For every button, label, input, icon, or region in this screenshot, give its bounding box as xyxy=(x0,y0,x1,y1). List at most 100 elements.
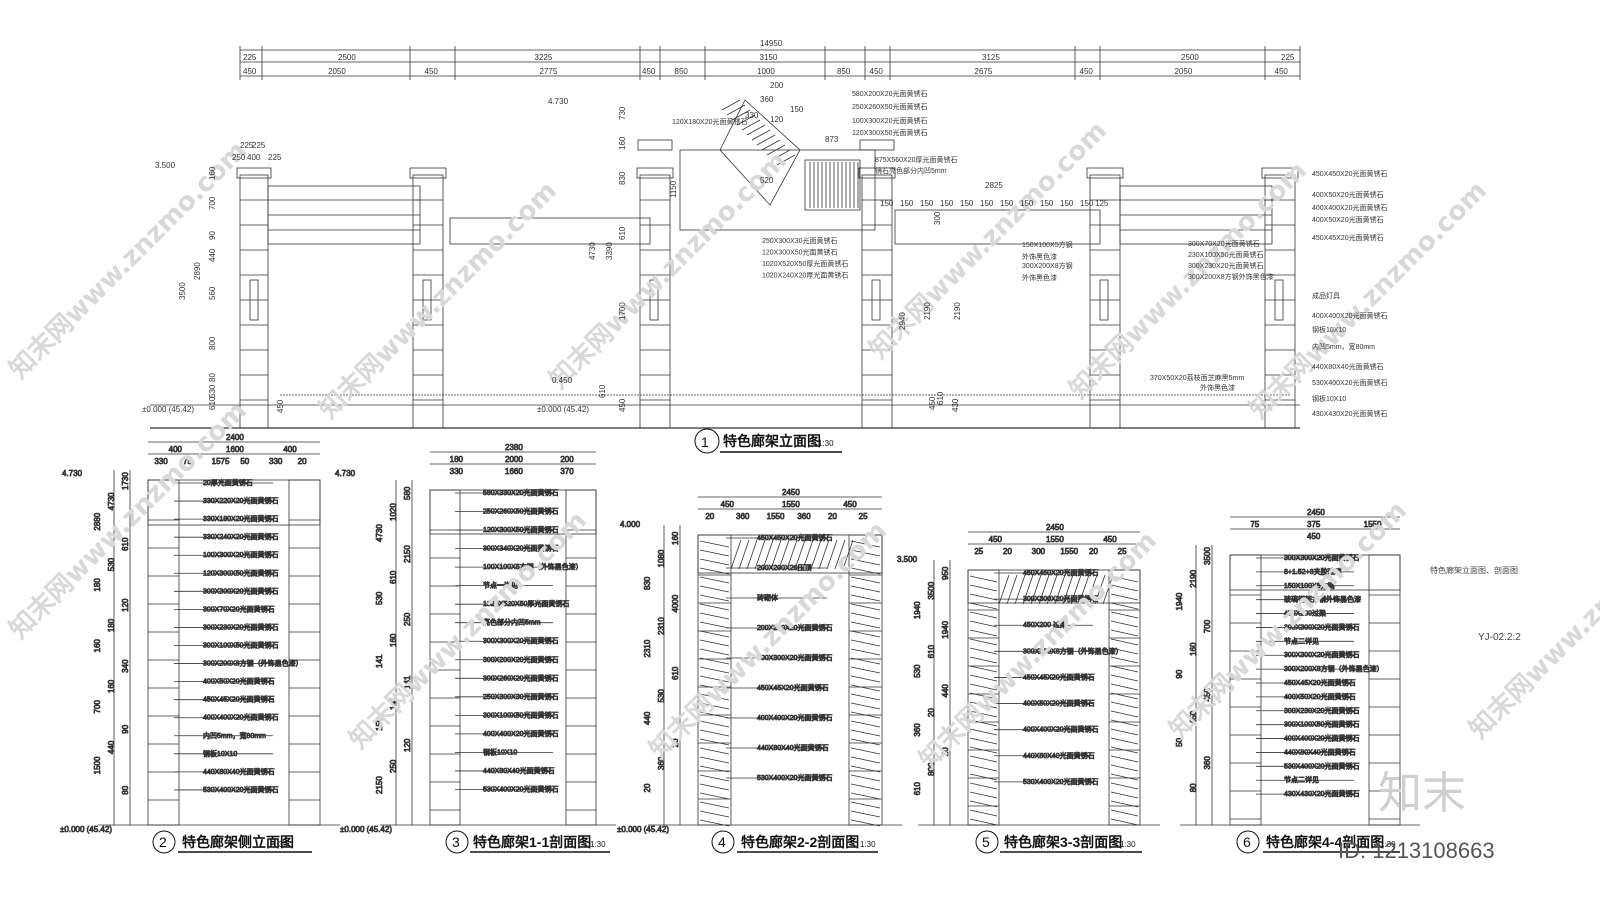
section-level-top: 3.500 xyxy=(897,555,918,564)
hatch-line xyxy=(699,567,730,575)
view-scale: 1:30 xyxy=(590,840,606,849)
section-note: 亮色部分内凹5mm xyxy=(483,618,541,627)
vdim-mid-label: 610 xyxy=(618,226,627,240)
section-vdim: 4000 xyxy=(671,594,680,612)
hatch-line xyxy=(1110,737,1139,745)
section-vdim: 150 xyxy=(375,717,384,731)
hatch-line xyxy=(969,719,998,727)
note-right: 230X100X50光面黄锈石 xyxy=(1188,250,1263,259)
section-vdim: 80 xyxy=(1189,783,1198,792)
section-vdim: 50 xyxy=(1175,737,1184,746)
hatch-line xyxy=(969,584,998,592)
hatch-line xyxy=(1110,593,1139,601)
note-right: 300X70X20光面黄锈石 xyxy=(1188,239,1260,248)
section-note: 440X80X40光面黄锈石 xyxy=(757,743,829,752)
hatch-line xyxy=(1110,674,1139,682)
view-number-circle xyxy=(445,830,469,854)
hatch-line xyxy=(1110,791,1139,799)
section-level-top: 4.000 xyxy=(620,520,641,529)
section-vdim: 1940 xyxy=(1175,592,1184,610)
section-vdim: 141 xyxy=(403,675,412,689)
beam-spacing-label: 150 xyxy=(940,199,954,208)
note-right: 300X200X8方钢外饰黑色漆 xyxy=(1188,272,1274,281)
section-vdim: 2150 xyxy=(403,545,412,563)
level-label: 4.730 xyxy=(548,97,569,106)
hatch-line xyxy=(969,656,998,664)
main-elevation xyxy=(150,46,1301,429)
section-top-dim: 1550 xyxy=(1046,535,1064,544)
hatch-line xyxy=(969,683,998,691)
view-title: 特色廊架侧立面图 xyxy=(182,834,294,850)
view-number-circle xyxy=(711,830,735,854)
column-lamp xyxy=(1274,279,1284,321)
hatch-line xyxy=(850,801,881,809)
dim-top-small: 250 xyxy=(232,153,246,162)
note-beam: 300X200X8方钢 xyxy=(1022,261,1073,270)
note-top: 875X560X20厚光面黄锈石 xyxy=(875,155,957,164)
hatch-line xyxy=(850,765,881,773)
section-vdim: 160 xyxy=(107,679,116,693)
section-note: 300X300X20光面黄锈石 xyxy=(1023,594,1098,603)
section-note: 400X50X20光面黄锈石 xyxy=(1284,692,1356,701)
hatch-line xyxy=(818,539,830,570)
main-title-number: 1 xyxy=(701,434,709,450)
section-vdim: 580 xyxy=(403,486,412,500)
section-beam xyxy=(147,479,321,526)
vdim-left-label: 90 xyxy=(208,231,217,240)
section-note: 300X300X20光面黄锈石 xyxy=(483,636,558,645)
hatch-line xyxy=(850,729,881,737)
hatch-line xyxy=(699,684,730,692)
hatch-line xyxy=(969,575,998,583)
section-top-dim: 2450 xyxy=(782,488,800,497)
hatch-line xyxy=(969,629,998,637)
hatch-line xyxy=(850,549,881,557)
section-note: 330X240X20光面黄锈石 xyxy=(203,532,278,541)
section-note: 300X200X8方钢（外饰黑色漆） xyxy=(1284,664,1384,673)
dim-row2-label: 3125 xyxy=(982,53,1000,62)
section-note: 节点二详见 xyxy=(1284,636,1319,645)
hatch-line xyxy=(1110,773,1139,781)
section-top-dim: 20 xyxy=(828,512,837,521)
dim-row3-label: 2050 xyxy=(328,67,346,76)
dim-2825: 2825 xyxy=(985,181,1003,190)
section-vdim: 1940 xyxy=(913,601,922,619)
section-vdim: 141 xyxy=(389,696,398,710)
dim-row3-label: 2675 xyxy=(975,67,993,76)
vdim-mid-label: 830 xyxy=(618,171,627,185)
section-note: 1020X520X50厚光面黄锈石 xyxy=(483,599,569,608)
note-top: 580X200X20光面黄锈石 xyxy=(852,89,927,98)
section-vdim: 180 xyxy=(93,578,102,592)
section-top-dim: 450 xyxy=(1103,535,1117,544)
vdim-right-label: 2940 xyxy=(898,312,907,330)
section-note: 300X200X8方钢（外饰黑色漆） xyxy=(1023,646,1123,655)
section-top-dim: 360 xyxy=(736,512,750,521)
section-note: 400X50X20光面黄锈石 xyxy=(1023,699,1095,708)
section-vdim: 340 xyxy=(121,659,130,673)
note-beam: 外饰黑色漆 xyxy=(1022,252,1057,261)
note-far-right: 钢板10X10 xyxy=(1312,325,1346,334)
view-number: 6 xyxy=(1243,834,1251,850)
column-cap xyxy=(636,167,674,179)
hatch-line xyxy=(1094,574,1106,605)
hatch-line xyxy=(850,612,881,620)
dim-row3-label: 2775 xyxy=(540,67,558,76)
hatch-line xyxy=(826,539,838,570)
section-top-dim: 2380 xyxy=(505,443,523,452)
section-vdim: 250 xyxy=(403,612,412,626)
hatch-line xyxy=(850,675,881,683)
section-top-dim: 20 xyxy=(1089,547,1098,556)
hatch-line xyxy=(699,540,730,548)
hatch-line xyxy=(850,576,881,584)
section-note: 300X300X20光面黄锈石 xyxy=(1284,622,1359,631)
hatch-line xyxy=(699,702,730,710)
beam-spacing-label: 150 xyxy=(1000,199,1014,208)
hatch-line xyxy=(766,144,786,156)
hatch-line xyxy=(850,594,881,602)
section-level-bottom: ±0.000 (45.42) xyxy=(60,825,112,834)
note-far-right: 430X430X20光面黄锈石 xyxy=(1312,409,1387,418)
vdim-right-label: 300 xyxy=(933,211,942,225)
hatch-line xyxy=(730,539,742,570)
